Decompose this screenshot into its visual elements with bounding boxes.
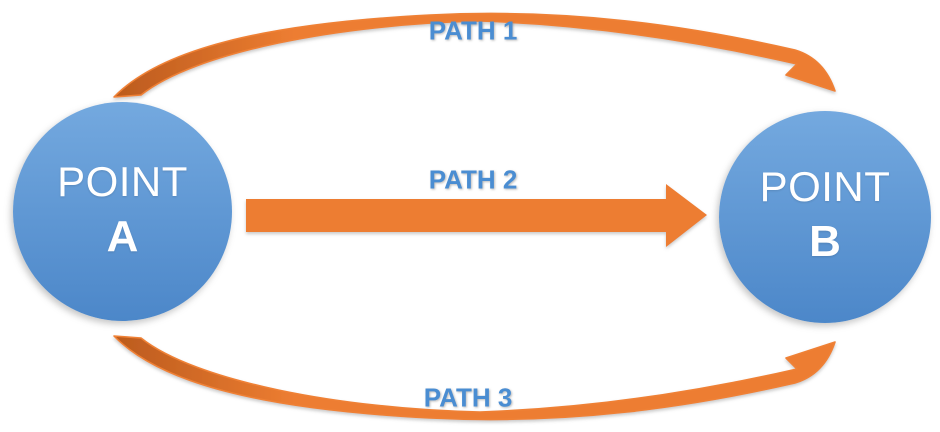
node-b-title: POINT [759, 163, 891, 210]
node-a-letter: A [106, 211, 139, 261]
path2-straight-arrow-icon [246, 184, 707, 247]
path3-label: PATH 3 [423, 382, 513, 413]
node-point-a: POINT A [13, 102, 232, 321]
path2-label: PATH 2 [428, 164, 518, 195]
node-b-letter: B [809, 217, 841, 266]
node-a-title: POINT [57, 157, 188, 205]
node-point-b: POINT B [719, 111, 931, 323]
path3-curved-arrow-icon [113, 335, 836, 421]
path1-label: PATH 1 [428, 15, 518, 46]
path1-curved-arrow-icon [113, 12, 836, 98]
